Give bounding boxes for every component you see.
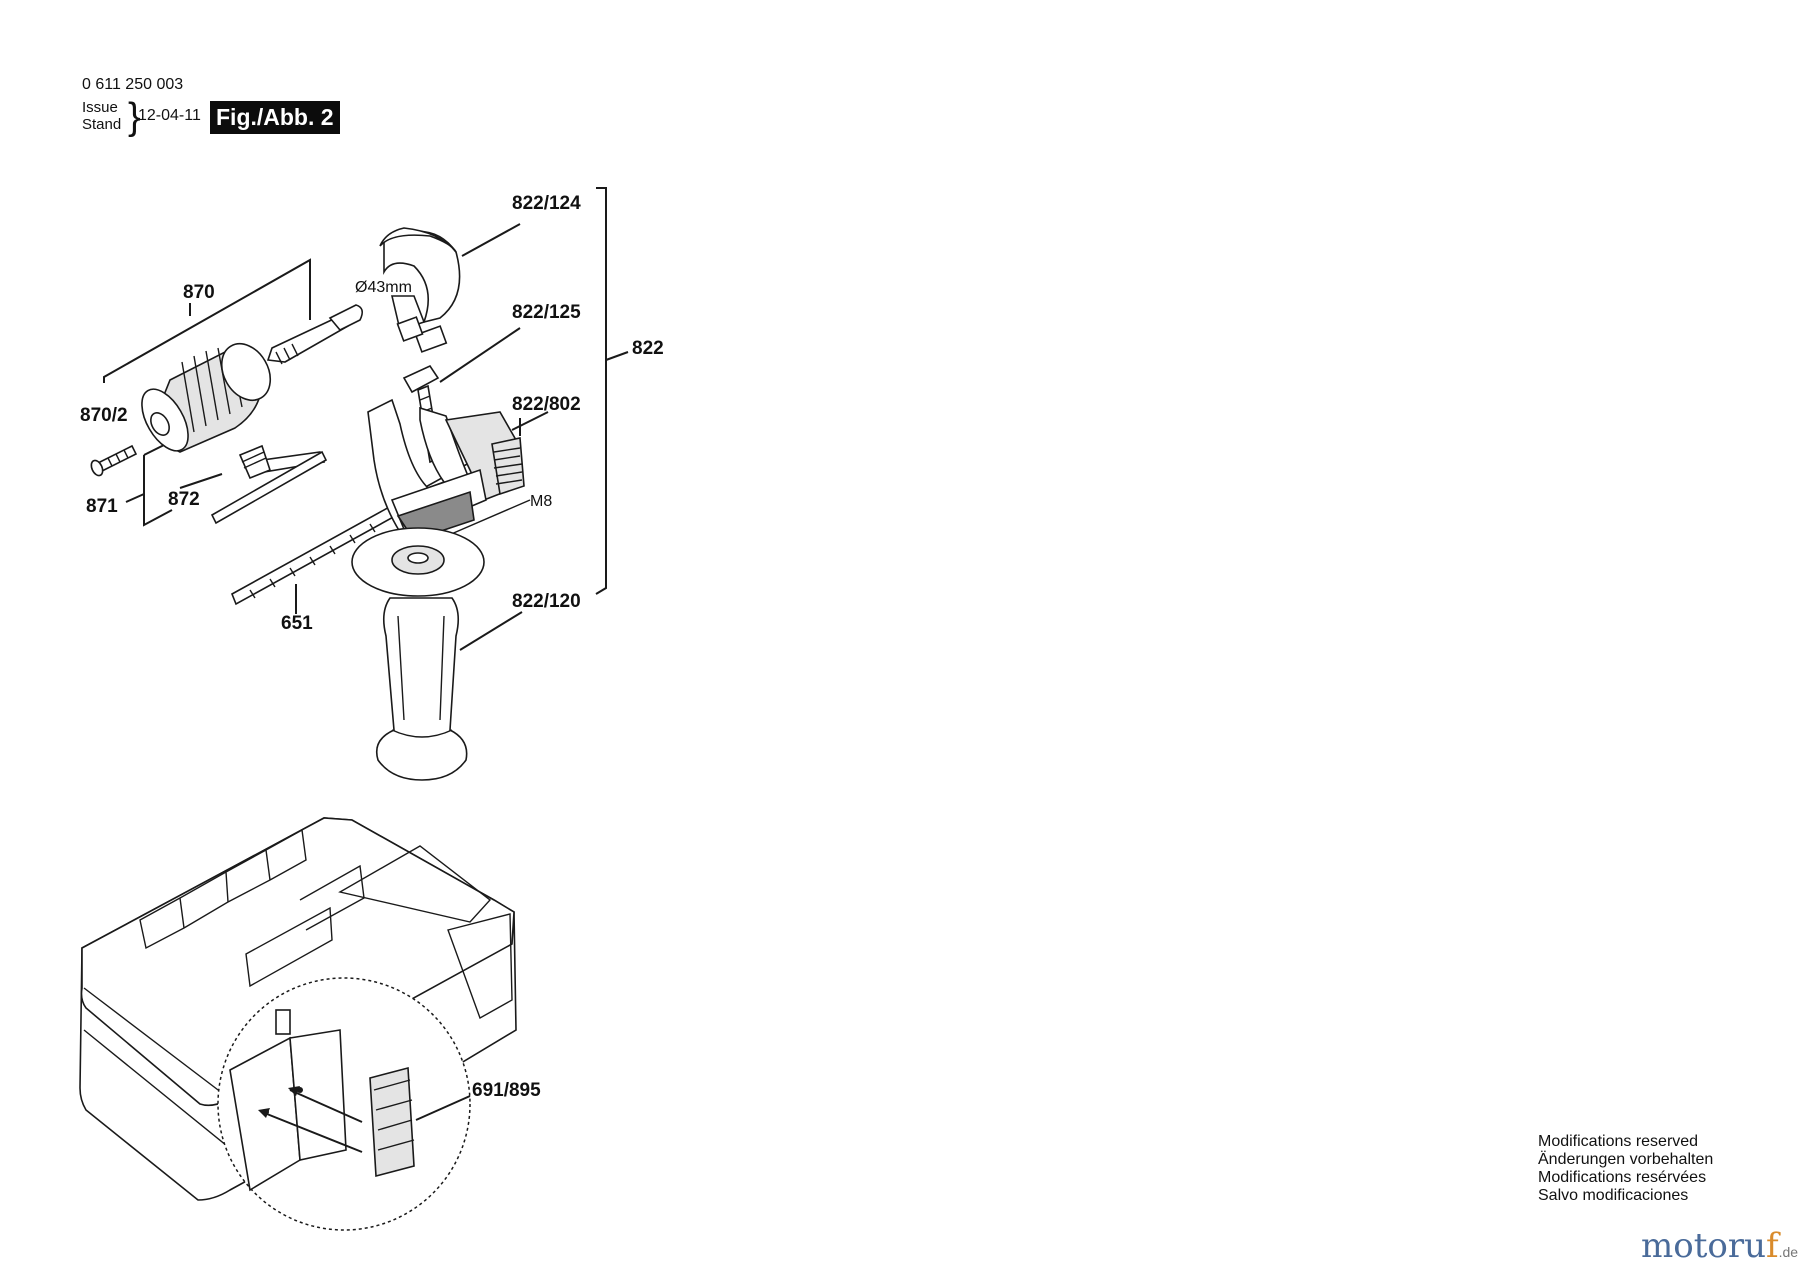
diameter-label: Ø43mm [355, 279, 412, 296]
issue-stand-labels: Issue Stand [82, 99, 121, 133]
notice-es: Salvo modificaciones [1538, 1187, 1689, 1204]
drill-chuck [141, 342, 272, 453]
callout-822-124: 822/124 [512, 193, 581, 214]
watermark-accent: f [1766, 1226, 1779, 1266]
callout-822-125: 822/125 [512, 302, 581, 323]
clamp-band [379, 223, 521, 353]
watermark-tld: .de [1778, 1244, 1799, 1260]
bracket-871-872 [125, 443, 173, 527]
callout-872: 872 [168, 489, 200, 510]
chuck-key [179, 444, 326, 489]
modifications-notice: Modifications reserved Änderungen vorbeh… [1538, 1133, 1713, 1205]
handle-grip [375, 597, 523, 781]
notice-fr: Modifications resérvées [1538, 1169, 1707, 1186]
sds-adaptor [266, 304, 364, 365]
m8-leader [441, 499, 531, 539]
callout-822-120: 822/120 [512, 591, 581, 612]
issue-date: 12-04-11 [138, 107, 201, 124]
callout-822: 822 [632, 338, 664, 359]
notice-de: Änderungen vorbehalten [1538, 1151, 1714, 1168]
notice-en: Modifications reserved [1538, 1133, 1699, 1150]
callout-870: 870 [183, 282, 215, 303]
figure-label: Fig./Abb. 2 [210, 101, 340, 134]
screw-870-2 [90, 444, 138, 477]
brace-glyph: } [128, 96, 141, 138]
watermark-logo: motoruf.de [1641, 1226, 1798, 1266]
callout-870-2: 870/2 [80, 405, 128, 426]
issue-label: Issue [82, 99, 118, 116]
document-number: 0 611 250 003 [82, 76, 184, 93]
bracket-822 [595, 187, 629, 595]
rod-872 [210, 450, 328, 525]
thread-label: M8 [530, 493, 553, 510]
handle-head [367, 398, 549, 541]
bracket-870 [103, 258, 311, 383]
callout-651: 651 [281, 613, 313, 634]
stand-label: Stand [82, 116, 122, 133]
callout-822-802: 822/802 [512, 394, 581, 415]
callout-691-895: 691/895 [472, 1080, 541, 1101]
detail-callout-circle [217, 977, 471, 1231]
watermark-main: motoru [1641, 1226, 1766, 1266]
stop-disc [351, 527, 485, 597]
callout-871: 871 [86, 496, 118, 517]
